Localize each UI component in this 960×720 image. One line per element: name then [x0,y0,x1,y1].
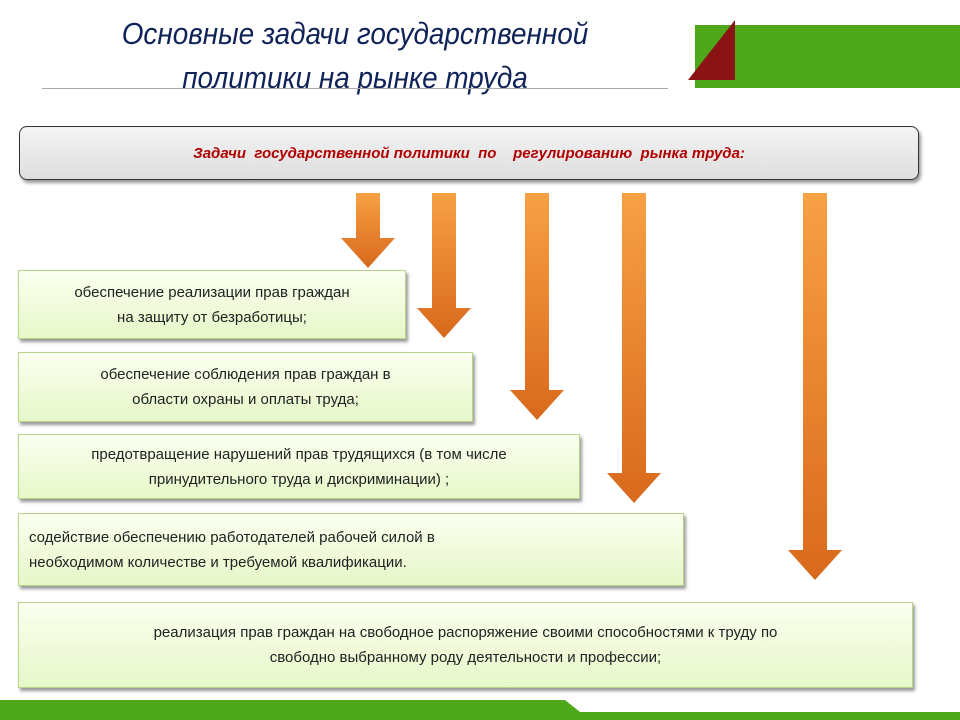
task-box-1: обеспечение реализации прав граждан на з… [18,270,406,339]
down-arrow-2 [417,193,471,338]
title-underline [42,88,668,89]
tasks-header-text: Задачи государственной политики по регул… [193,144,745,162]
task-box-5: реализация прав граждан на свободное рас… [18,602,913,688]
slide-title: Основные задачи государственной политики… [121,16,589,95]
down-arrow-1 [341,193,395,268]
tasks-header-box: Задачи государственной политики по регул… [19,126,919,180]
red-triangle-decoration [688,20,735,80]
down-arrow-3 [510,193,564,420]
green-decoration [695,25,960,88]
task-box-4: содействие обеспечению работодателей раб… [18,513,684,586]
bottom-green-bar [0,700,960,720]
task-box-3: предотвращение нарушений прав трудящихся… [18,434,580,499]
down-arrow-5 [788,193,842,580]
down-arrow-4 [607,193,661,503]
task-box-2: обеспечение соблюдения прав граждан в об… [18,352,473,422]
